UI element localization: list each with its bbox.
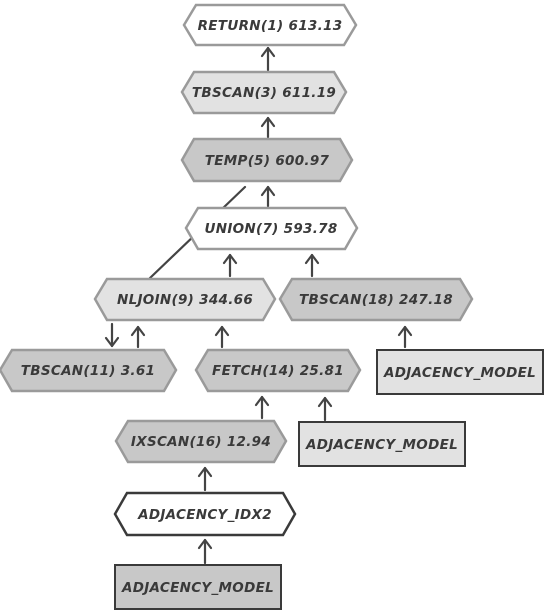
node-index[interactable]: ADJACENCY_IDX2 [113,491,297,537]
arrowhead-nljoin9-left [130,325,146,337]
node-return-label: RETURN(1) 613.13 [198,18,343,34]
arrowhead-fetch14-right [317,396,333,408]
arrowhead-fetch14-left [254,395,270,407]
node-table-right-label: ADJACENCY_MODEL [383,365,536,381]
arrowhead-index [197,538,213,550]
node-tbscan3[interactable]: TBSCAN(3) 611.19 [180,70,348,115]
node-nljoin9-label: NLJOIN(9) 344.66 [117,292,253,308]
arrowhead-temp5 [260,185,276,197]
arrowhead-tbscan18 [397,325,413,337]
node-union7-shape [184,206,359,251]
node-table-bottom-label: ADJACENCY_MODEL [121,580,274,596]
node-table-mid-label: ADJACENCY_MODEL [305,437,458,453]
node-fetch14[interactable]: FETCH(14) 25.81 [194,348,362,393]
node-ixscan16-label: IXSCAN(16) 12.94 [131,434,271,450]
arrowhead-ixscan16 [197,466,213,478]
arrowhead-tbscan11 [104,336,120,348]
node-table-right[interactable]: ADJACENCY_MODEL [376,349,544,395]
node-table-bottom-shape [114,564,282,610]
node-index-label: ADJACENCY_IDX2 [137,507,272,523]
node-table-right-shape [376,349,544,395]
node-nljoin9-shape [93,277,277,322]
node-table-mid-shape [298,421,466,467]
node-table-bottom[interactable]: ADJACENCY_MODEL [114,564,282,610]
node-union7-label: UNION(7) 593.78 [204,221,337,237]
node-ixscan16-shape [114,419,288,464]
arrowhead-union7-left [222,253,238,265]
node-tbscan3-label: TBSCAN(3) 611.19 [192,85,336,101]
node-temp5-label: TEMP(5) 600.97 [205,153,330,169]
arrowhead-tbscan3 [260,116,276,128]
node-return[interactable]: RETURN(1) 613.13 [182,3,358,47]
node-tbscan18-label: TBSCAN(18) 247.18 [299,292,453,308]
node-nljoin9[interactable]: NLJOIN(9) 344.66 [93,277,277,322]
node-return-shape [182,3,358,47]
node-fetch14-label: FETCH(14) 25.81 [212,363,344,379]
node-table-mid[interactable]: ADJACENCY_MODEL [298,421,466,467]
node-ixscan16[interactable]: IXSCAN(16) 12.94 [114,419,288,464]
node-tbscan3-shape [180,70,348,115]
node-temp5[interactable]: TEMP(5) 600.97 [180,137,354,183]
node-tbscan18-shape [278,277,474,322]
node-tbscan11-label: TBSCAN(11) 3.61 [21,363,156,379]
arrowhead-nljoin9-right [214,325,230,337]
arrowhead-union7-right [304,253,320,265]
node-tbscan11[interactable]: TBSCAN(11) 3.61 [0,348,178,393]
node-temp5-shape [180,137,354,183]
node-tbscan11-shape [0,348,178,393]
node-index-shape [113,491,297,537]
node-tbscan18[interactable]: TBSCAN(18) 247.18 [278,277,474,322]
arrowhead-return [260,46,276,58]
node-fetch14-shape [194,348,362,393]
node-union7[interactable]: UNION(7) 593.78 [184,206,359,251]
nodes: RETURN(1) 613.13 TBSCAN(3) 611.19 TEMP(5… [0,3,544,610]
edges [104,46,413,565]
